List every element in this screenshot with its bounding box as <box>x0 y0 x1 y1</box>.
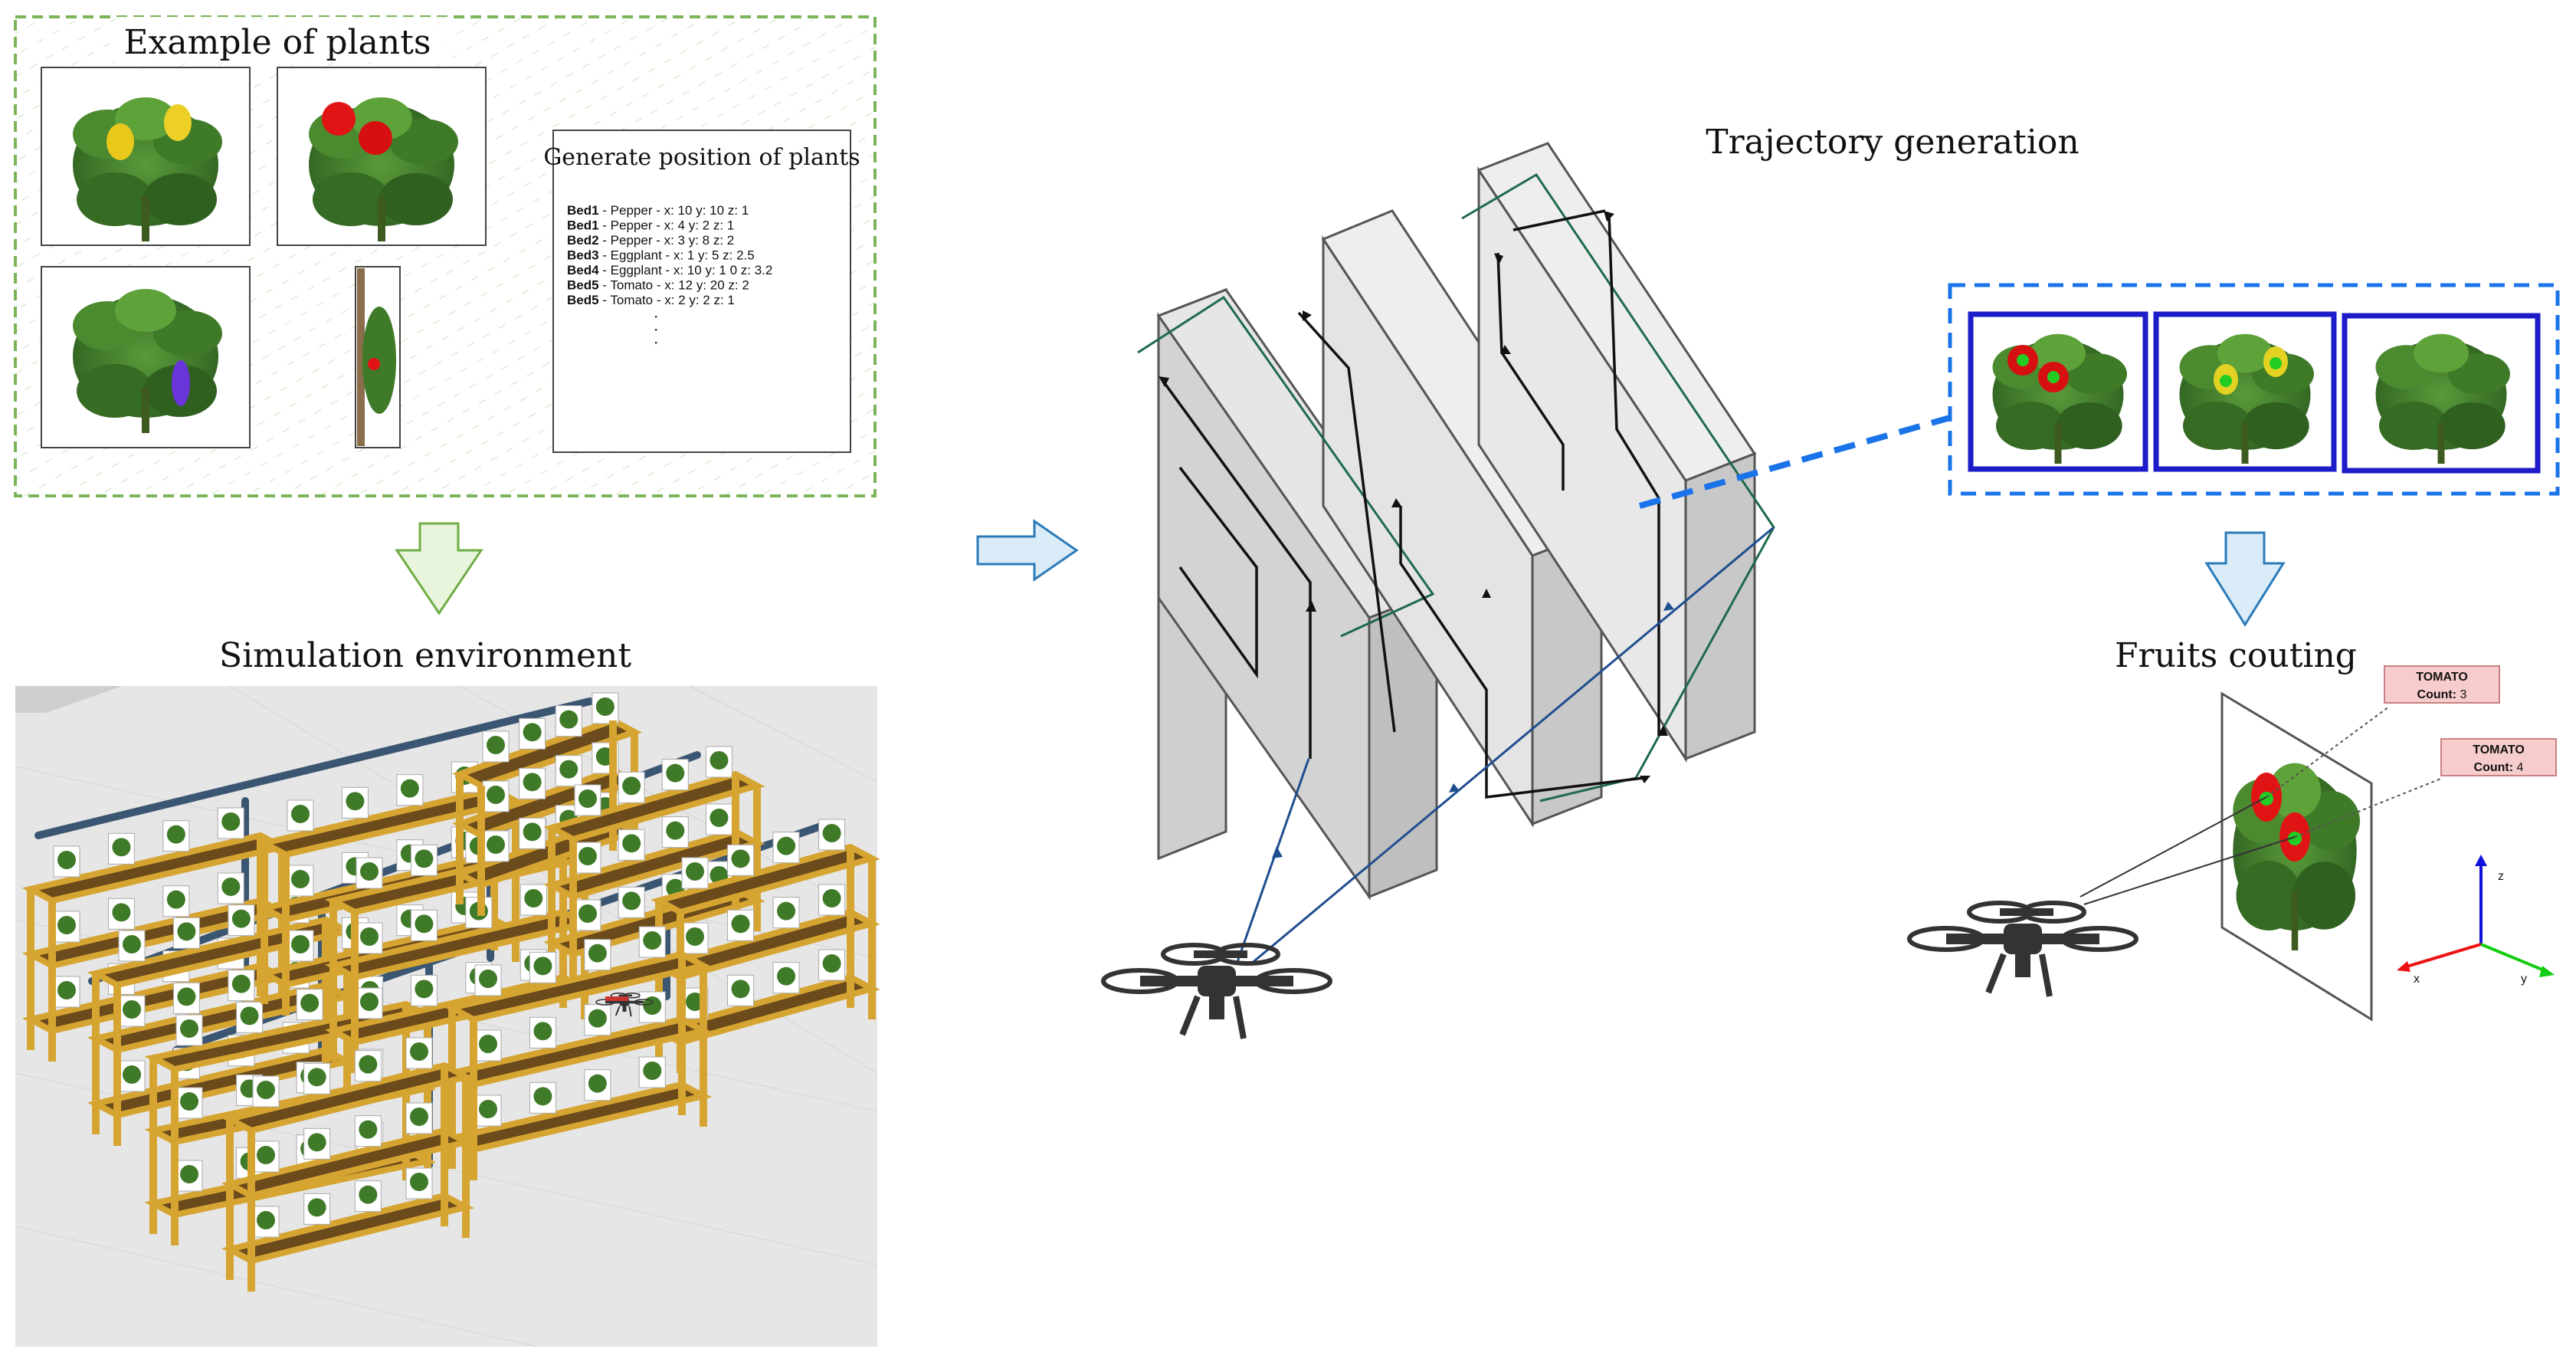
ellipsis-dot: · <box>654 307 658 326</box>
count-box-1: TOMATO Count: 3 <box>2384 665 2500 704</box>
drone-icon <box>1103 945 1330 1039</box>
plant-image-eggplant <box>41 266 251 448</box>
count-box-2-text: Count: 4 <box>2474 761 2524 774</box>
plant-image-yellow-pepper <box>41 67 251 246</box>
detection-image-plain <box>2342 313 2541 474</box>
axis-y-label: y <box>2521 973 2527 986</box>
position-row: Bed5 - Tomato - x: 2 y: 2 z: 1 <box>567 293 735 307</box>
axis-x-label: x <box>2414 973 2420 986</box>
position-row: Bed3 - Eggplant - x: 1 y: 5 z: 2.5 <box>567 248 755 263</box>
simulation-scene <box>15 685 880 1347</box>
drone-icon-2 <box>1909 903 2136 996</box>
fruit-counting-scene: TOMATO Count: 3 TOMATO Count: 4 z x y <box>1909 665 2557 1022</box>
dashed-connector <box>1638 415 1952 509</box>
axes-icon: z x y <box>2397 855 2555 986</box>
detection-panel <box>1948 283 2560 496</box>
detection-image-tomato <box>1968 311 2148 472</box>
ellipsis-dot: · <box>654 320 658 339</box>
fruits-title: Fruits couting <box>2115 636 2357 675</box>
trajectory-diagram <box>1103 142 1775 1039</box>
down-arrow-blue-icon <box>2204 531 2286 627</box>
plants-title: Example of plants <box>124 23 431 62</box>
positions-box-title: Generate position of plants <box>543 144 860 171</box>
position-row: Bed5 - Tomato - x: 12 y: 20 z: 2 <box>567 278 749 293</box>
ellipsis-dot: · <box>654 333 658 352</box>
simulation-title: Simulation environment <box>219 636 631 675</box>
position-row: Bed4 - Eggplant - x: 10 y: 1 0 z: 3.2 <box>567 263 772 277</box>
detection-image-pepper <box>2153 311 2337 472</box>
plant-image-tomato <box>277 67 487 246</box>
axis-z-label: z <box>2498 870 2504 883</box>
count-box-1-text: Count: 3 <box>2417 688 2467 701</box>
position-row: Bed2 - Pepper - x: 3 y: 8 z: 2 <box>567 233 734 248</box>
right-arrow-icon <box>976 519 1079 582</box>
count-box-2: TOMATO Count: 4 <box>2440 738 2557 776</box>
position-row: Bed1 - Pepper - x: 10 y: 10 z: 1 <box>567 203 749 218</box>
count-box-1-label: TOMATO <box>2416 671 2468 684</box>
plant-image-narrow <box>355 266 401 448</box>
positions-box: Generate position of plants Bed1 - Peppe… <box>543 130 860 453</box>
trajectory-title: Trajectory generation <box>1706 123 2079 162</box>
count-box-2-label: TOMATO <box>2473 743 2525 756</box>
position-row: Bed1 - Pepper - x: 4 y: 2 z: 1 <box>567 218 734 233</box>
down-arrow-green-icon <box>395 522 483 615</box>
plants-panel: Example of plants <box>14 15 877 497</box>
